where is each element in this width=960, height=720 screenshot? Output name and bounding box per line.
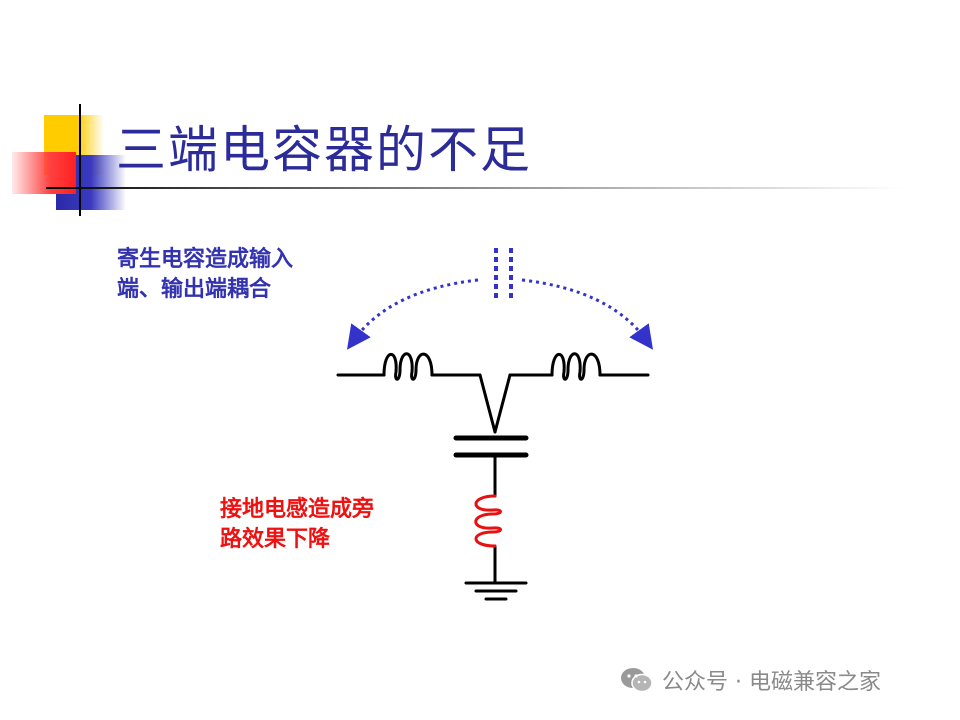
node-left-leg [478, 373, 497, 434]
coupling-arrow-left [346, 278, 479, 350]
watermark: 公众号 · 电磁兼容之家 [620, 664, 881, 696]
parasitic-capacitor-symbol [494, 248, 513, 302]
input-inductor [382, 352, 434, 381]
decor-vertical-line [79, 104, 81, 216]
output-inductor [550, 352, 602, 381]
node-right-leg [493, 373, 512, 434]
wechat-icon [621, 668, 653, 693]
slide-title: 三端电容器的不足 [116, 121, 532, 179]
parasitic-note-line-1: 寄生电容造成输入 [117, 246, 294, 272]
parasitic-note-line-2: 端、输出端耦合 [117, 276, 272, 302]
inductance-note-line-2: 路效果下降 [220, 526, 331, 552]
title-underline [46, 187, 906, 189]
ground-inductance-note: 接地电感造成旁 路效果下降 [220, 494, 374, 554]
ground-inductor [474, 494, 502, 548]
watermark-text: 公众号 · 电磁兼容之家 [662, 670, 881, 695]
coupling-arrow-right [521, 278, 654, 350]
coupling-arrows [346, 278, 654, 350]
inductance-note-line-1: 接地电感造成旁 [220, 496, 375, 522]
circuit [336, 352, 650, 601]
parasitic-capacitance-note: 寄生电容造成输入 端、输出端耦合 [117, 244, 293, 304]
